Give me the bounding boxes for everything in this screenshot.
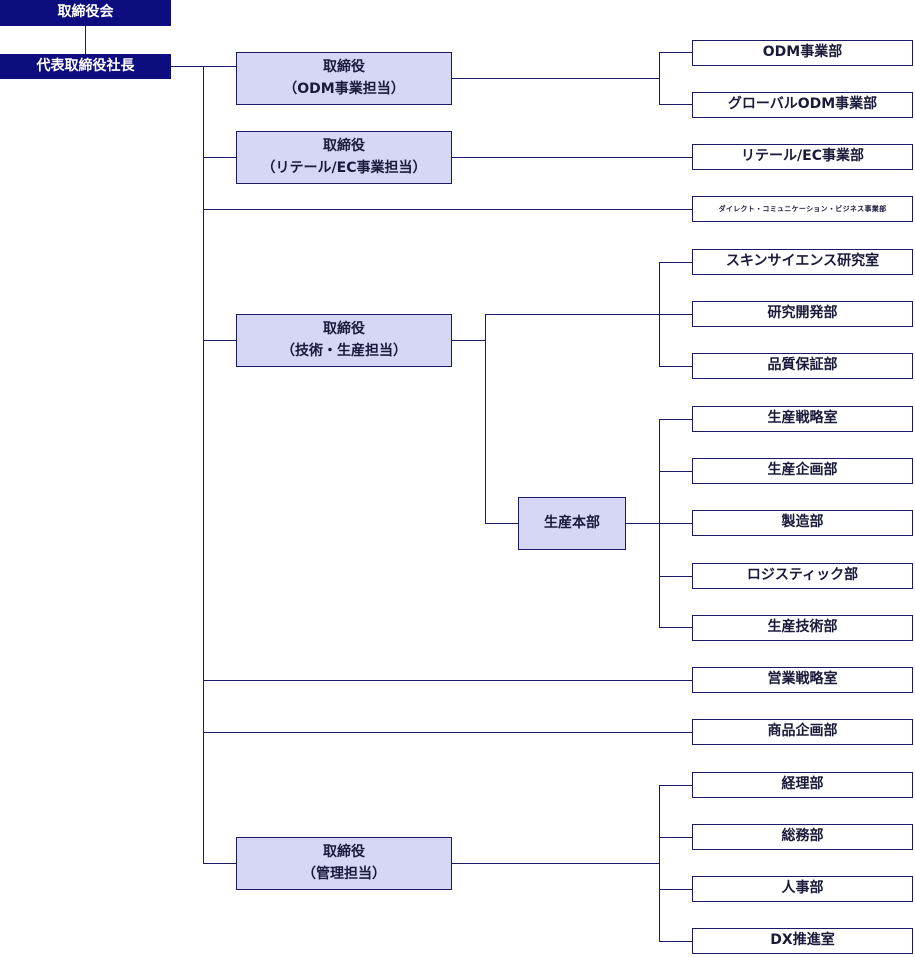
dept-manufacturing-label: 製造部 [781,514,824,531]
dept-direct-communication: ダイレクト・コミュニケーション・ビジネス事業部 [692,196,913,222]
dept-product-planning: 商品企画部 [692,719,913,745]
director-admin-title: 取締役 [323,843,365,860]
director-odm-box: 取締役 （ODM事業担当） [236,52,452,105]
production-hq-label: 生産本部 [544,514,600,531]
dept-product-planning-label: 商品企画部 [767,723,838,740]
dept-accounting: 経理部 [692,772,913,798]
board-of-directors-box: 取締役会 [0,0,171,26]
dept-skin-science: スキンサイエンス研究室 [692,249,913,275]
dept-production-planning: 生産企画部 [692,458,913,484]
dept-rnd-label: 研究開発部 [767,305,838,322]
production-hq-box: 生産本部 [518,497,626,550]
president-label: 代表取締役社長 [36,57,135,74]
dept-general-affairs-label: 総務部 [781,828,824,845]
dept-global-odm: グローバルODM事業部 [692,92,913,118]
dept-retail-ec: リテール/EC事業部 [692,144,913,170]
dept-qa-label: 品質保証部 [767,357,838,374]
dept-hr-label: 人事部 [781,880,824,897]
dept-manufacturing: 製造部 [692,510,913,536]
dept-dx-label: DX推進室 [770,932,835,949]
dept-odm: ODM事業部 [692,40,913,66]
director-odm-title: 取締役 [323,58,365,75]
dept-production-strategy-label: 生産戦略室 [767,410,838,427]
dept-hr: 人事部 [692,876,913,902]
dept-dx: DX推進室 [692,928,913,954]
director-tech-scope: （技術・生産担当） [281,342,407,359]
dept-odm-label: ODM事業部 [762,44,843,61]
dept-direct-communication-label: ダイレクト・コミュニケーション・ビジネス事業部 [718,204,887,213]
dept-sales-strategy: 営業戦略室 [692,667,913,693]
dept-sales-strategy-label: 営業戦略室 [767,671,838,688]
dept-production-strategy: 生産戦略室 [692,406,913,432]
dept-qa: 品質保証部 [692,353,913,379]
director-admin-box: 取締役 （管理担当） [236,837,452,890]
dept-general-affairs: 総務部 [692,824,913,850]
director-retail-box: 取締役 （リテール/EC事業担当） [236,131,452,184]
director-odm-scope: （ODM事業担当） [283,80,405,97]
president-box: 代表取締役社長 [0,54,171,79]
director-retail-title: 取締役 [323,137,365,154]
dept-production-planning-label: 生産企画部 [767,462,838,479]
dept-skin-science-label: スキンサイエンス研究室 [725,253,880,270]
dept-production-technology-label: 生産技術部 [767,619,838,636]
dept-production-technology: 生産技術部 [692,615,913,641]
director-tech-box: 取締役 （技術・生産担当） [236,314,452,367]
director-tech-title: 取締役 [323,320,365,337]
director-retail-scope: （リテール/EC事業担当） [261,159,427,176]
dept-retail-ec-label: リテール/EC事業部 [741,148,864,165]
dept-logistics-label: ロジスティック部 [746,567,859,584]
dept-accounting-label: 経理部 [781,776,824,793]
board-label: 取締役会 [57,4,114,21]
dept-global-odm-label: グローバルODM事業部 [727,96,878,113]
director-admin-scope: （管理担当） [302,865,386,882]
dept-logistics: ロジスティック部 [692,563,913,589]
dept-rnd: 研究開発部 [692,301,913,327]
